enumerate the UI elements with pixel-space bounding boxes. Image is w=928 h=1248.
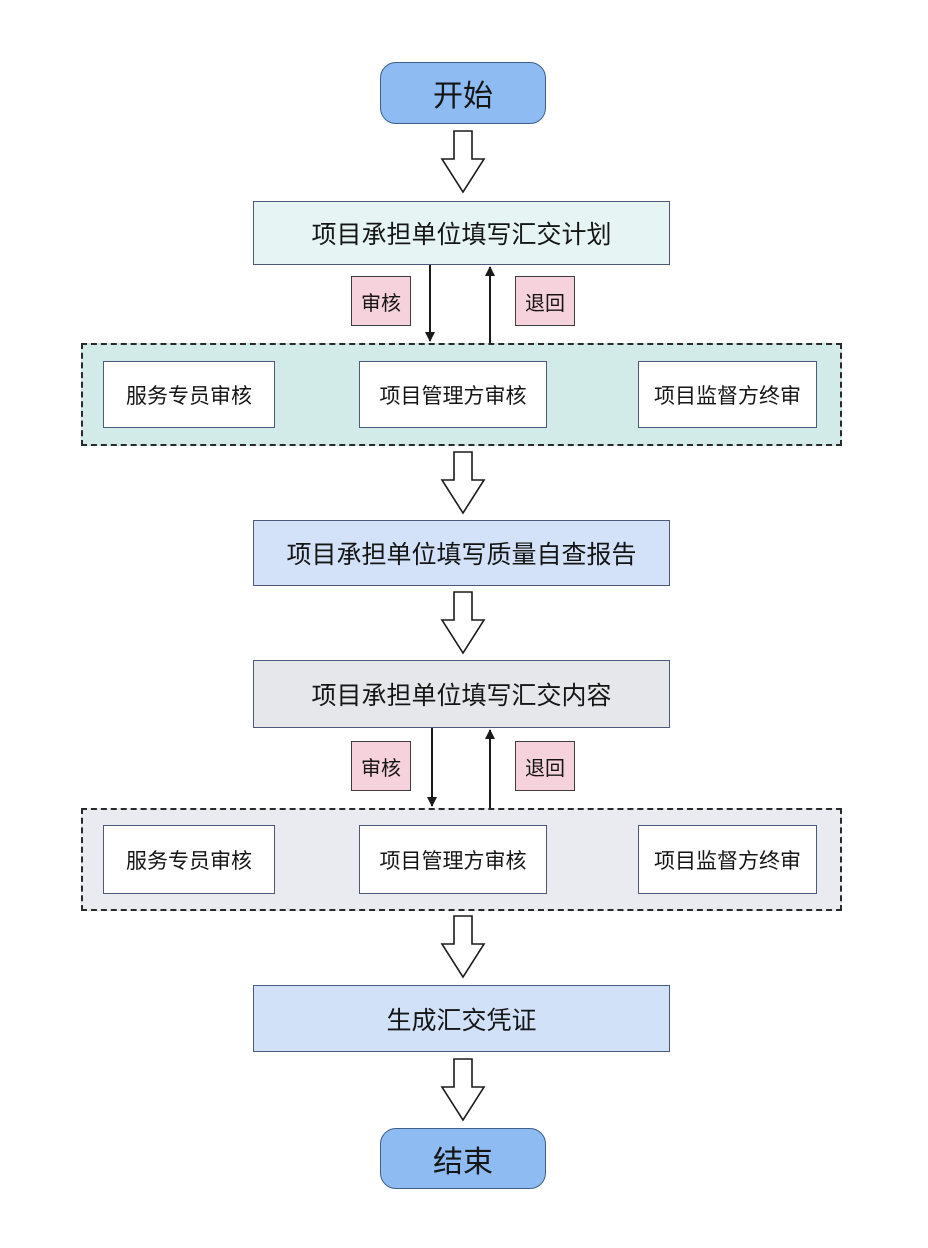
quality-report-label: 项目承担单位填写质量自查报告 [286,540,637,569]
content-submission-label: 项目承担单位填写汇交内容 [311,681,612,710]
approve-tag-1-label: 审核 [361,290,401,315]
review-step-management-1-label: 项目管理方审核 [379,383,527,408]
certificate-label: 生成汇交凭证 [386,1005,537,1035]
end-label: 结束 [433,1144,493,1180]
review-step-supervision-1-label: 项目监督方终审 [654,383,801,408]
quality-report-box: 项目承担单位填写质量自查报告 [253,520,670,586]
flow-arrow-cert-to-end [440,1058,486,1122]
review-step-management-2-label: 项目管理方审核 [379,848,527,873]
flow-arrow-start-to-plan [440,130,486,194]
review-step-supervision-1: 项目监督方终审 [638,361,817,428]
content-submission-box: 项目承担单位填写汇交内容 [253,660,670,728]
return-tag-2: 退回 [515,741,575,791]
approve-tag-2-label: 审核 [361,755,401,780]
plan-submission-label: 项目承担单位填写汇交计划 [311,220,612,249]
return-tag-1-label: 退回 [525,290,565,315]
approve-tag-2: 审核 [351,741,411,791]
review-step-supervision-2-label: 项目监督方终审 [654,848,801,873]
review-step-service-1: 服务专员审核 [103,361,275,428]
flow-arrow-review2-to-cert [440,915,486,979]
return-tag-2-label: 退回 [525,755,565,780]
flow-arrow-quality-to-content [440,591,486,655]
start-node: 开始 [380,62,546,124]
start-label: 开始 [433,79,493,114]
approve-tag-1: 审核 [351,276,411,326]
review-step-supervision-2: 项目监督方终审 [638,825,817,894]
return-tag-1: 退回 [515,276,575,326]
review-step-service-2-label: 服务专员审核 [126,848,252,873]
flow-arrow-review1-to-quality [440,451,486,515]
end-node: 结束 [380,1128,546,1189]
review-step-service-1-label: 服务专员审核 [126,383,252,408]
certificate-box: 生成汇交凭证 [253,985,670,1052]
review-step-service-2: 服务专员审核 [103,825,275,894]
review-step-management-1: 项目管理方审核 [359,361,547,428]
review-step-management-2: 项目管理方审核 [359,825,547,894]
plan-submission-box: 项目承担单位填写汇交计划 [253,201,670,265]
